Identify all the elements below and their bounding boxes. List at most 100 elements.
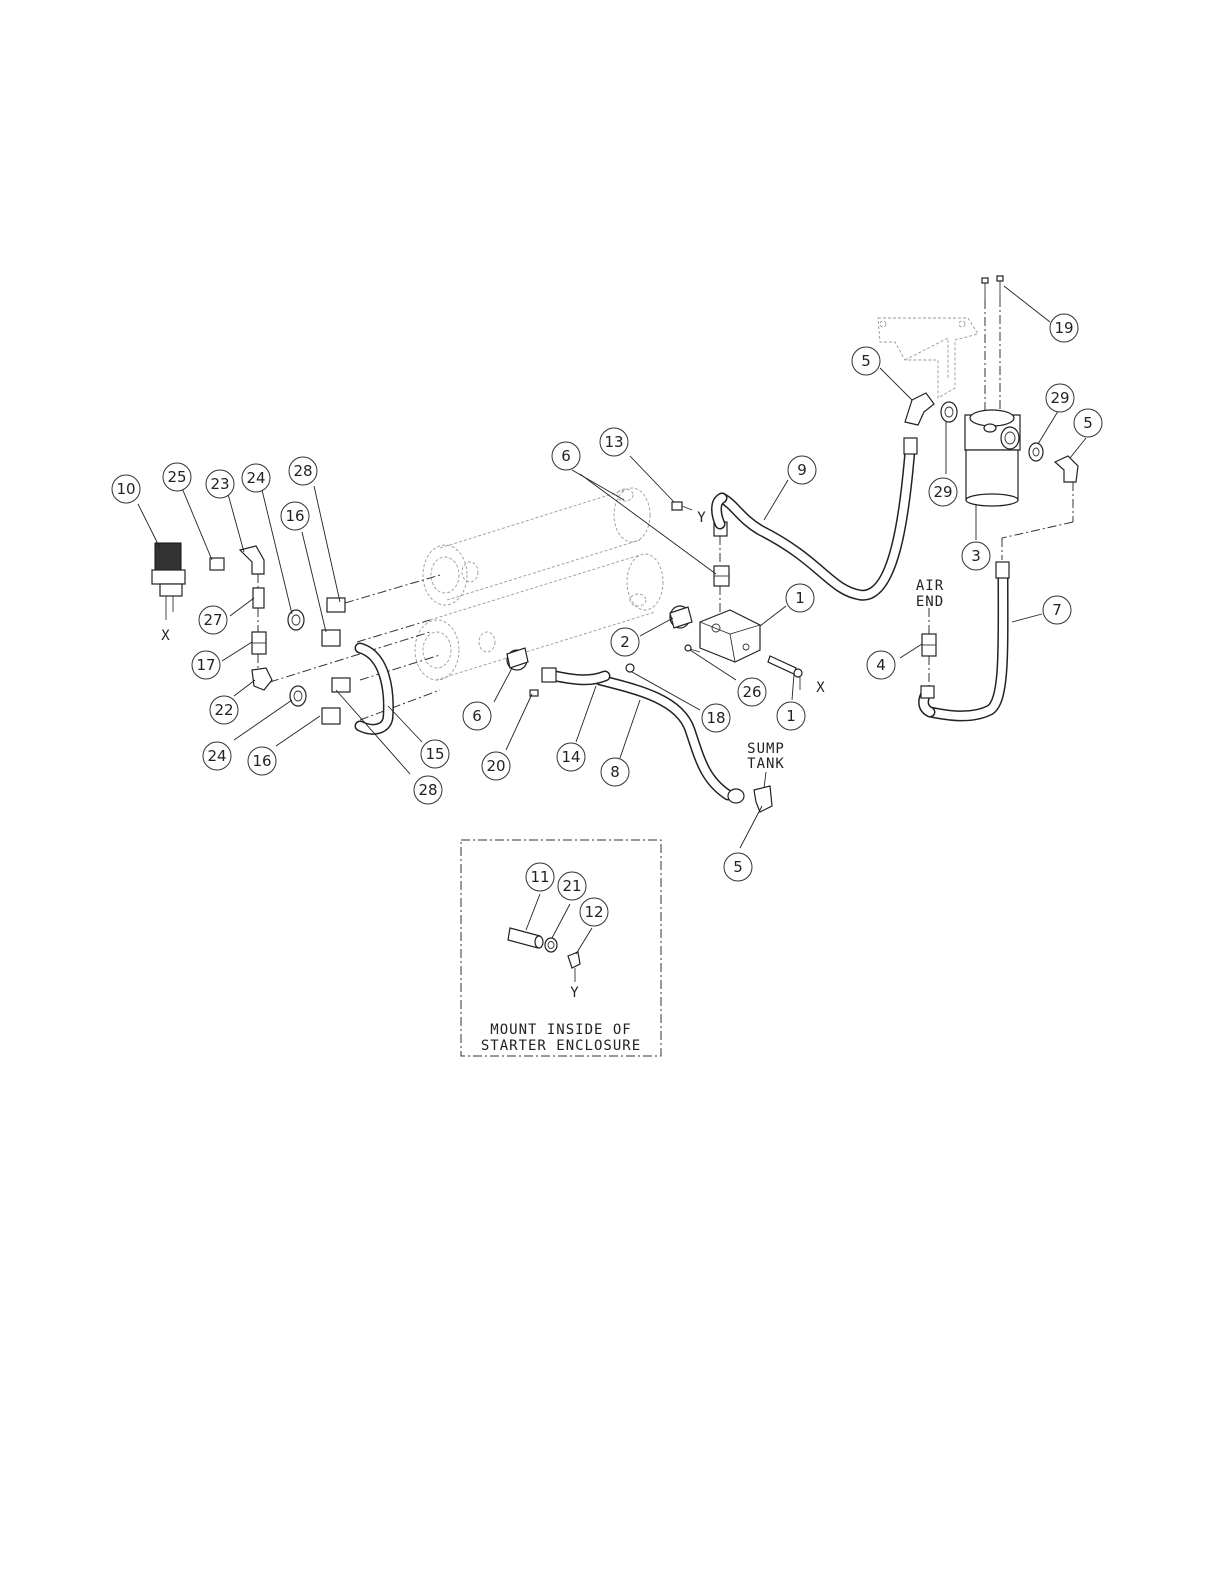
callout-8-c8: 8 [601, 758, 629, 786]
callout-label: 16 [252, 752, 271, 770]
oil-filter [965, 410, 1020, 506]
callout-label: 22 [214, 701, 233, 719]
callout-5-c5a: 5 [724, 853, 752, 881]
callout-15-c15: 15 [421, 740, 449, 768]
union-17 [252, 632, 266, 668]
fitting-4 [922, 608, 936, 686]
hose-9-fitting-top [717, 498, 723, 524]
fitting-16-lower [322, 708, 340, 724]
callout-label: 4 [876, 656, 886, 674]
callout-28-c28b: 28 [414, 776, 442, 804]
callout-label: 19 [1054, 319, 1073, 337]
callout-29-c29a: 29 [1046, 384, 1074, 412]
callout-5-c5b: 5 [852, 347, 880, 375]
fitting-6-upper [714, 566, 729, 612]
callout-16-c16b: 16 [248, 747, 276, 775]
air-end-note-line1: AIR [916, 578, 944, 594]
callout-label: 23 [210, 475, 229, 493]
callout-label: 16 [285, 507, 304, 525]
hose-9 [714, 438, 917, 595]
callout-28-c28a: 28 [289, 457, 317, 485]
callout-label: 29 [1050, 389, 1069, 407]
screw-26 [685, 645, 700, 652]
marker-x-left: X [161, 628, 170, 644]
filter-adapter-29-left [941, 402, 957, 422]
callout-4-c4: 4 [867, 651, 895, 679]
callout-label: 27 [203, 611, 222, 629]
callout-label: 5 [861, 352, 871, 370]
callout-label: 17 [196, 656, 215, 674]
callout-label: 10 [116, 480, 135, 498]
clip-18 [626, 664, 634, 672]
oil-cooler-lower [415, 554, 663, 680]
callout-label: 26 [742, 683, 761, 701]
callout-label: 5 [1083, 414, 1093, 432]
fitting-5-sump [754, 786, 772, 812]
callout-6-c6a: 6 [552, 442, 580, 470]
callout-18-c18: 18 [702, 704, 730, 732]
nipple-27 [253, 588, 264, 632]
callout-label: 8 [610, 763, 620, 781]
callout-label: 6 [472, 707, 482, 725]
callout-label: 2 [620, 633, 630, 651]
callout-25-c25: 25 [163, 463, 191, 491]
callout-label: 5 [733, 858, 743, 876]
callout-label: 18 [706, 709, 725, 727]
callout-2-c2: 2 [611, 628, 639, 656]
callout-9-c9: 9 [788, 456, 816, 484]
callout-26-c26: 26 [738, 678, 766, 706]
callout-1-c1b: 1 [777, 702, 805, 730]
callout-label: 1 [786, 707, 796, 725]
elbow-fitting-5-filter-right [1055, 456, 1078, 482]
callout-label: 25 [167, 468, 186, 486]
callout-22-c22: 22 [210, 696, 238, 724]
bushing-24-upper [288, 610, 304, 630]
hose-15 [360, 648, 388, 729]
callout-20-c20: 20 [482, 752, 510, 780]
bracket-screws [982, 276, 1003, 420]
fitting-28-lower [332, 678, 350, 692]
callout-label: 29 [933, 483, 952, 501]
fitting-16-upper [322, 630, 340, 646]
callout-19-c19: 19 [1050, 314, 1078, 342]
callout-label: 7 [1052, 601, 1062, 619]
callout-label: 21 [562, 877, 581, 895]
callout-label: 3 [971, 547, 981, 565]
callout-label: 24 [207, 747, 226, 765]
callout-21-c21: 21 [558, 872, 586, 900]
air-end-note-line2: END [916, 594, 944, 610]
solenoid-11 [508, 928, 543, 948]
callout-label: 14 [561, 748, 580, 766]
fitting-28-upper [327, 598, 345, 612]
callout-label: 9 [797, 461, 807, 479]
fitting-13 [672, 502, 692, 510]
fitting-6-lower [507, 648, 528, 670]
callout-12-c12: 12 [580, 898, 608, 926]
callout-1-c1a: 1 [786, 584, 814, 612]
inset-note-line2: STARTER ENCLOSURE [481, 1038, 641, 1054]
callout-label: 24 [246, 469, 265, 487]
bushing-24-lower [290, 686, 306, 706]
thermostatic-valve-10 [152, 543, 185, 620]
elbow-22 [252, 668, 272, 690]
callout-label: 20 [486, 757, 505, 775]
callout-7-c7: 7 [1043, 596, 1071, 624]
callout-24-c24a: 24 [242, 464, 270, 492]
bushing-21 [545, 938, 557, 952]
callout-6-c6b: 6 [463, 702, 491, 730]
sump-tank-note-line1: SUMP [747, 741, 785, 757]
callout-13-c13: 13 [600, 428, 628, 456]
callout-label: 6 [561, 447, 571, 465]
callout-label: 12 [584, 903, 603, 921]
manifold-block-1 [700, 610, 760, 662]
callout-3-c3: 3 [962, 542, 990, 570]
callout-14-c14: 14 [557, 743, 585, 771]
elbow-23 [240, 546, 264, 588]
callout-29-c29b: 29 [929, 478, 957, 506]
callout-24-c24b: 24 [203, 742, 231, 770]
callout-17-c17: 17 [192, 651, 220, 679]
leader-lines [138, 286, 1086, 954]
marker-y-inset: Y [570, 985, 579, 1001]
marker-y-top: Y [697, 510, 706, 526]
